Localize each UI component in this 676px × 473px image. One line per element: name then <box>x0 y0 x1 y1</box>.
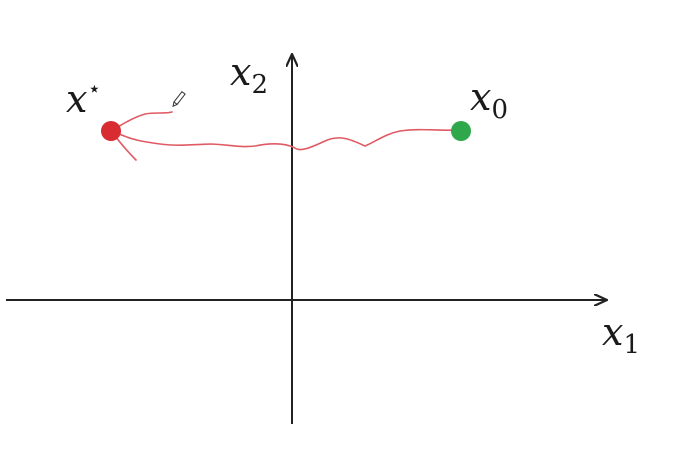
start-point-label-sub: 0 <box>491 95 508 125</box>
pen-cursor-icon <box>172 90 186 108</box>
start-point-label: x0 <box>470 75 508 125</box>
x2-axis-label-sub: 2 <box>251 70 268 100</box>
path-arrow-upper-stroke <box>111 111 173 132</box>
optimum-point-x-star <box>101 121 121 141</box>
x1-axis-label: x1 <box>602 310 640 360</box>
x2-axis-label-base: x <box>230 50 251 94</box>
optimum-point-label: x⋆ <box>66 77 101 121</box>
start-point-x0 <box>451 121 471 141</box>
start-point-label-base: x <box>470 75 491 119</box>
optimum-point-label-base: x <box>66 77 87 121</box>
x1-axis-label-sub: 1 <box>623 330 640 360</box>
x1-axis-label-base: x <box>602 310 623 354</box>
x2-axis-label: x2 <box>230 50 268 100</box>
optimization-path <box>112 128 461 151</box>
optimum-point-label-sup: ⋆ <box>87 77 101 102</box>
